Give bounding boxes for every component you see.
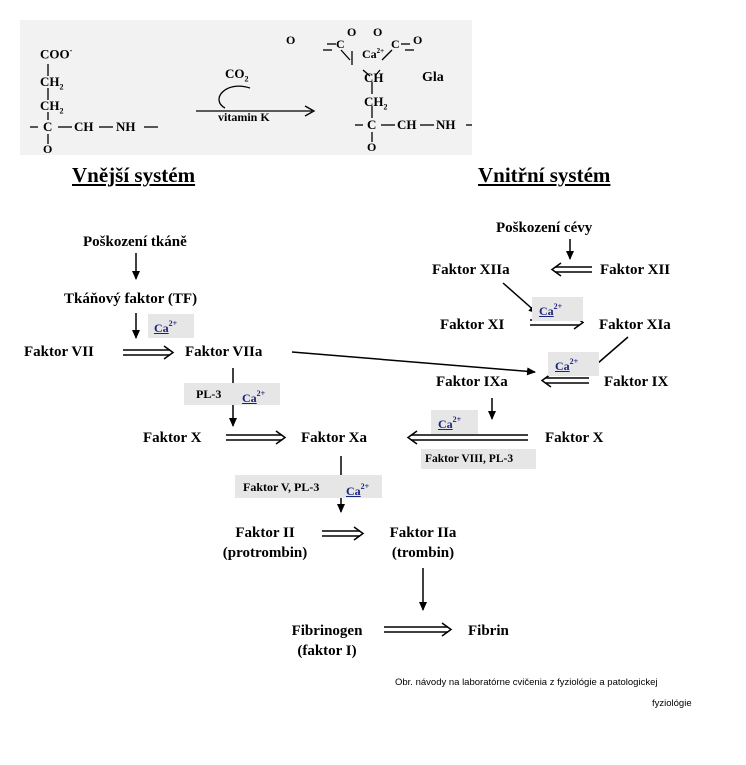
caption-line-2: fyziológie (652, 698, 692, 709)
oxygen-top-left: O (347, 25, 357, 39)
cofactor-ca-xi: Ca2+ (532, 297, 583, 321)
carboxylate-group: COO- (40, 46, 73, 62)
node-tissue-factor: Tkáňový faktor (TF) (64, 291, 198, 307)
arrow-viia-to-ixa (291, 351, 536, 376)
ch2-group-1: CH2 (40, 74, 64, 92)
node-fibrinogen: Fibrinogen (291, 623, 363, 639)
double-arrow-x-to-xa (226, 430, 287, 445)
node-tissue-damage: Poškození tkáně (83, 234, 187, 250)
node-factor-ix: Faktor IX (604, 374, 669, 390)
node-protrombin: (protrombin) (222, 545, 308, 561)
backbone-ch: CH (74, 119, 94, 134)
node-factor-x-right: Faktor X (545, 430, 604, 446)
caption-line-1: Obr. návody na laboratórne cvičenia z fy… (395, 677, 658, 688)
gla-ch2: CH2 (364, 94, 388, 112)
calcium-ion: Ca2+ (362, 47, 385, 61)
gla-carbonyl-oxygen: O (367, 140, 377, 154)
node-fibrin: Fibrin (468, 623, 509, 639)
double-arrow-ii-to-iia (322, 526, 365, 541)
double-arrow-xright-to-xa (406, 430, 528, 445)
node-factor-xi: Faktor XI (440, 317, 505, 333)
gla-label: Gla (422, 70, 444, 85)
gla-ch: CH (364, 70, 384, 85)
node-factor-ixa: Faktor IXa (436, 374, 508, 390)
double-arrow-xii-to-xiia (550, 262, 592, 277)
double-arrow-ix-to-ixa (540, 373, 589, 388)
node-factor-viia: Faktor VIIa (185, 344, 263, 360)
node-factor-iia: Faktor IIa (389, 525, 457, 541)
node-factor-xii: Faktor XII (600, 262, 671, 278)
carboxyl-c-left: C (336, 37, 345, 51)
double-arrow-fibrinogen-to-fibrin (384, 622, 453, 637)
oxygen-top-right: O (373, 25, 383, 39)
node-factor-x-left: Faktor X (143, 430, 202, 446)
node-factor-xia: Faktor XIa (599, 317, 671, 333)
intrinsic-system-header: Vnitřní systém (478, 163, 611, 187)
cofactor-factor-v-pl3-ca: Faktor V, PL-3 Ca2+ (235, 475, 382, 498)
vitamin-k-label: vitamin K (218, 110, 270, 124)
node-vessel-damage: Poškození cévy (496, 220, 593, 236)
co2-label: CO2 (225, 66, 249, 84)
arrow-xiia-to-xia (502, 282, 538, 314)
backbone-nh: NH (116, 119, 136, 134)
oxygen-left: O (286, 33, 296, 47)
node-factor-xa: Faktor Xa (301, 430, 367, 446)
reaction-structure-lines (30, 43, 472, 144)
node-factor-i: (faktor I) (297, 643, 357, 659)
node-factor-xiia: Faktor XIIa (432, 262, 510, 278)
double-arrow-vii-to-viia (123, 345, 175, 360)
backbone-carbon: C (43, 119, 53, 134)
carboxyl-c-right: C (391, 37, 400, 51)
oxygen-right: O (413, 33, 423, 47)
gla-backbone-ch: CH (397, 117, 417, 132)
node-trombin: (trombin) (391, 545, 455, 561)
cofactor-ca-x-intrinsic: Ca2+ (431, 410, 478, 434)
cofactor-ca-ix: Ca2+ (548, 352, 599, 376)
cofactor-ca-tf: Ca2+ (148, 314, 194, 338)
carbonyl-oxygen: O (43, 142, 53, 156)
cofactor-factor-viii-pl3: Faktor VIII, PL-3 (421, 449, 536, 469)
node-factor-vii: Faktor VII (24, 344, 94, 360)
cofactor-pl3-ca-extrinsic: PL-3 Ca2+ (184, 383, 280, 405)
extrinsic-system-header: Vnější systém (72, 163, 196, 187)
gla-backbone-nh: NH (436, 117, 456, 132)
gla-backbone-c: C (367, 117, 377, 132)
ch2-group-2: CH2 (40, 98, 64, 116)
carboxylation-reaction-panel: COO- CH2 CH2 C CH NH O CO2 vitamin K O C… (20, 20, 472, 156)
node-factor-ii: Faktor II (235, 525, 295, 541)
